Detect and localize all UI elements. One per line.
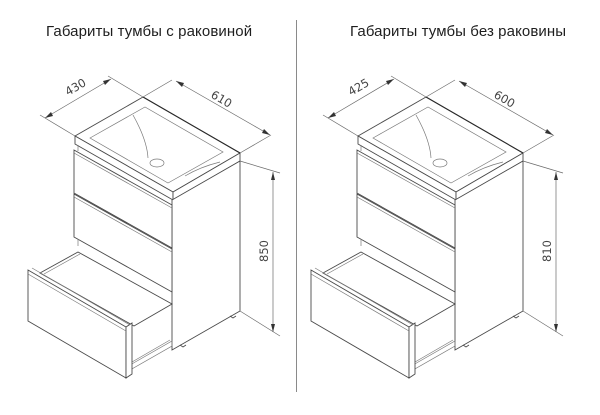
panel-divider [296,20,297,392]
panel-without-sink: Габариты тумбы без раковины [298,0,600,415]
panel-title: Габариты тумбы без раковины [350,23,567,40]
cabinet-with-sink-drawing: 430 610 850 [27,75,281,379]
width-dimension-line [458,80,554,136]
depth-label: 425 [346,75,372,98]
drawer-middle [73,193,173,293]
drain-hole [432,158,448,168]
sink-basin [372,106,507,184]
depth-dimension-line [44,78,112,119]
drawer-open-interior [39,251,173,327]
drawer-top [73,149,173,249]
depth-label: 430 [63,75,89,98]
height-label: 810 [540,240,554,262]
cabinet-without-sink-drawing: 425 600 810 [310,75,564,379]
panel-with-sink: Габариты тумбы с раковиной [0,0,297,415]
drawer-top [356,149,456,249]
drain-hole [149,158,165,168]
drawer-open-interior [322,251,456,327]
width-dimension-line [175,80,271,136]
height-label: 850 [257,240,271,262]
depth-dimension-line [327,78,395,119]
panel-title: Габариты тумбы с раковиной [46,23,253,40]
sink-basin [89,106,224,184]
drawer-middle [356,193,456,293]
